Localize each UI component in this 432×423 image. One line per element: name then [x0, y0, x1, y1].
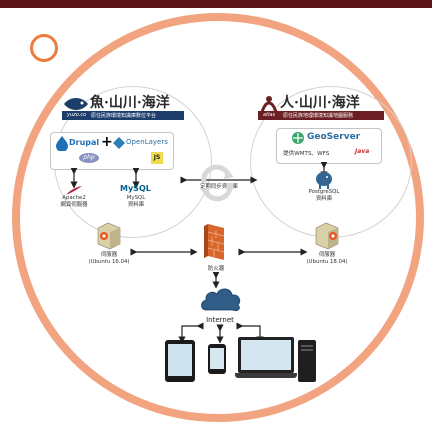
- right-title: 人·山川·海洋: [280, 95, 360, 111]
- tablet-icon: [165, 340, 195, 382]
- postgresql-elephant-icon: [316, 172, 332, 189]
- mysql-sub: 資料庫: [127, 202, 145, 208]
- left-subtitle-bar: yuzo.co 原住民族環境知識庫數位平台: [62, 111, 184, 120]
- mysql-label: MySQL: [126, 195, 146, 201]
- sync-label: 定期同步資料庫: [200, 184, 238, 190]
- openlayers-icon: [113, 137, 125, 149]
- tablet-screen: [168, 344, 192, 376]
- right-logo-text: atlas: [263, 112, 276, 118]
- person-logo-icon: [260, 96, 278, 113]
- outer-ring: [12, 13, 424, 422]
- apache-sub: 網頁伺服器: [60, 202, 88, 208]
- left-vertical-arrows: [70, 168, 140, 188]
- phone-icon: [208, 344, 226, 374]
- left-server-label: 伺服器: [100, 252, 118, 258]
- service-label: 提供WMTS、WFS: [283, 151, 330, 157]
- postgresql-label: PostgreSQL: [308, 189, 340, 195]
- accent-circle: [30, 34, 58, 62]
- firewall-cloud-arrow: [212, 272, 220, 288]
- desktop-icon: [298, 340, 316, 382]
- right-server-os: (Ubuntu 18.04): [306, 259, 348, 265]
- apache-label: Apache2: [62, 195, 86, 201]
- apache-feather-icon: [66, 186, 82, 195]
- right-server-icon: [315, 222, 339, 250]
- server-firewall-arrows: [130, 248, 308, 256]
- left-server-icon: [97, 222, 121, 250]
- geoserver-icon: [292, 132, 304, 144]
- drupal-icon: [56, 136, 68, 151]
- right-banner: 人·山川·海洋 atlas 原住民族地理環境知識地圖服務: [258, 92, 386, 126]
- refresh-icon: [200, 164, 234, 202]
- geoserver-label: GeoServer: [307, 132, 361, 142]
- cloud-icon: [201, 288, 241, 312]
- internet-arrows: [178, 322, 264, 344]
- js-badge: JS: [151, 152, 163, 164]
- top-bar: [0, 0, 432, 8]
- left-banner: 魚·山川·海洋 yuzo.co 原住民族環境知識庫數位平台: [62, 92, 186, 126]
- right-server-label: 伺服器: [318, 252, 336, 258]
- postgresql-sub: 資料庫: [315, 196, 333, 202]
- plus-sign: +: [101, 134, 113, 150]
- right-subtitle: 原住民族地理環境知識地圖服務: [283, 113, 354, 119]
- right-subtitle-bar: atlas 原住民族地理環境知識地圖服務: [258, 111, 384, 120]
- internet-label: Internet: [206, 316, 234, 324]
- left-subtitle: 原住民族環境知識庫數位平台: [91, 113, 157, 119]
- drupal-label: Drupal: [69, 138, 100, 147]
- firewall-label: 防火牆: [207, 266, 225, 272]
- firewall-icon: [204, 224, 225, 260]
- laptop-base: [235, 373, 297, 378]
- left-logo-text: yuzo.co: [67, 112, 87, 118]
- right-tech-box: GeoServer 提供WMTS、WFS Java: [276, 128, 382, 164]
- openlayers-label: OpenLayers: [126, 138, 168, 146]
- fish-logo-icon: [64, 98, 88, 110]
- laptop-screen: [241, 340, 291, 370]
- php-badge: php: [79, 153, 99, 163]
- sync-arrow: [180, 176, 258, 184]
- left-server-os: (Ubuntu 16.04): [88, 259, 130, 265]
- phone-screen: [210, 348, 224, 369]
- mysql-logo: MySQL: [120, 184, 151, 193]
- desktop-drive: [301, 345, 313, 347]
- left-tech-box: Drupal + OpenLayers php JS: [50, 132, 174, 170]
- java-label: Java: [355, 148, 370, 155]
- laptop-icon: [235, 337, 297, 381]
- left-title: 魚·山川·海洋: [90, 95, 170, 111]
- desktop-drive-2: [301, 349, 313, 351]
